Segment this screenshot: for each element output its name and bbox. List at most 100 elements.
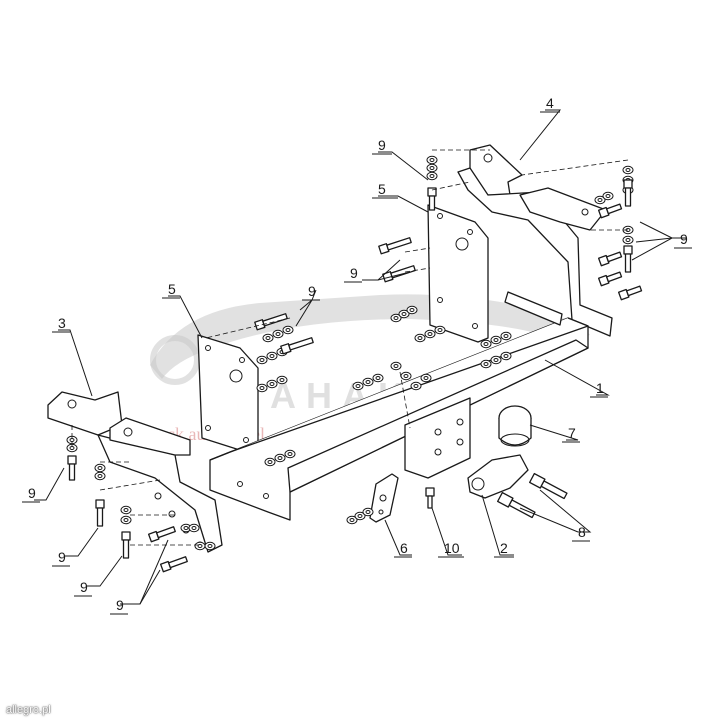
- washer-hole: [285, 328, 291, 332]
- bolt: [382, 265, 416, 283]
- washer-hole: [259, 386, 265, 390]
- washer-hole: [625, 168, 631, 172]
- washer: [276, 375, 288, 385]
- washer-hole: [269, 354, 275, 358]
- image-credit: allegro.pl: [6, 704, 51, 716]
- ball-mount-part-2: [467, 454, 529, 499]
- bolt: [95, 499, 105, 527]
- washer: [120, 515, 132, 525]
- washer-hole: [123, 518, 129, 522]
- washer: [362, 377, 374, 387]
- washer: [594, 195, 606, 205]
- washer-hole: [275, 332, 281, 336]
- washer-hole: [429, 174, 435, 178]
- washer-hole: [409, 308, 415, 312]
- washer: [120, 505, 132, 515]
- washer: [354, 511, 366, 521]
- mounting-plate-lower-part-5: [197, 334, 259, 453]
- washer: [480, 359, 492, 369]
- washer: [346, 515, 358, 525]
- callout-underlines: [22, 111, 692, 615]
- washer-hole: [429, 166, 435, 170]
- callout-8: 8: [578, 524, 586, 540]
- washer-hole: [401, 312, 407, 316]
- assembly-guides: [71, 149, 629, 546]
- washer: [434, 325, 446, 335]
- bolt: [147, 526, 176, 543]
- washer-hole: [503, 334, 509, 338]
- right-bracket-part-4: [457, 144, 613, 337]
- washer: [272, 329, 284, 339]
- callout-9-mid: 9: [350, 265, 358, 281]
- callout-9-left-mid: 9: [58, 549, 66, 565]
- washer-hole: [597, 198, 603, 202]
- washer-hole: [365, 510, 371, 514]
- washer: [262, 333, 274, 343]
- mounting-plate-upper-part-5: [427, 204, 489, 343]
- washer-hole: [207, 544, 213, 548]
- bolt-part-10: [425, 487, 435, 509]
- callouts: 4 5 5 3 1 7 8 6 10 2 9 9 9 9 9 9 9 9: [28, 95, 688, 613]
- bolt: [427, 187, 437, 211]
- washer: [398, 309, 410, 319]
- washer-hole: [183, 526, 189, 530]
- callout-6: 6: [400, 540, 408, 556]
- washer: [390, 361, 402, 371]
- socket-plate-part-6: [369, 473, 399, 523]
- washer: [490, 355, 502, 365]
- bolt: [623, 179, 633, 207]
- washer-hole: [265, 336, 271, 340]
- washer: [352, 381, 364, 391]
- washer: [284, 449, 296, 459]
- leader-lines: [34, 109, 686, 605]
- washer: [500, 331, 512, 341]
- washer-hole: [403, 374, 409, 378]
- washer-hole: [483, 342, 489, 346]
- callout-5-upper: 5: [378, 181, 386, 197]
- washer-hole: [437, 328, 443, 332]
- washer: [400, 371, 412, 381]
- washer-hole: [625, 238, 631, 242]
- crossbar-part-1: [209, 291, 589, 521]
- callout-10: 10: [444, 540, 460, 556]
- bolt: [597, 271, 623, 287]
- washer: [490, 335, 502, 345]
- washer: [622, 165, 634, 175]
- washer-hole: [375, 376, 381, 380]
- callout-3: 3: [58, 315, 66, 331]
- washer-hole: [493, 338, 499, 342]
- callout-4: 4: [546, 95, 554, 111]
- tow-ball-part-7: [498, 405, 532, 447]
- washer: [372, 373, 384, 383]
- callout-9-left-bottom: 9: [116, 597, 124, 613]
- washer-hole: [277, 456, 283, 460]
- washer: [282, 325, 294, 335]
- washer-hole: [355, 384, 361, 388]
- bolt: [280, 337, 314, 355]
- washer: [194, 541, 206, 551]
- washer-hole: [197, 544, 203, 548]
- callout-5-lower: 5: [168, 281, 176, 297]
- washer: [424, 329, 436, 339]
- washer: [362, 507, 374, 517]
- washer: [94, 463, 106, 473]
- callout-9-top: 9: [378, 137, 386, 153]
- callout-9-left-low: 9: [80, 579, 88, 595]
- callout-2: 2: [500, 540, 508, 556]
- washer-hole: [97, 466, 103, 470]
- washer-hole: [123, 508, 129, 512]
- washer-hole: [349, 518, 355, 522]
- washer: [266, 351, 278, 361]
- washer: [420, 373, 432, 383]
- washer-hole: [269, 382, 275, 386]
- washer-hole: [191, 526, 197, 530]
- washer: [414, 333, 426, 343]
- washer: [406, 305, 418, 315]
- left-bracket-part-3: [47, 391, 223, 553]
- washer: [426, 155, 438, 165]
- bolt: [623, 245, 633, 273]
- washer-hole: [429, 158, 435, 162]
- washer-hole: [259, 358, 265, 362]
- washer: [188, 523, 200, 533]
